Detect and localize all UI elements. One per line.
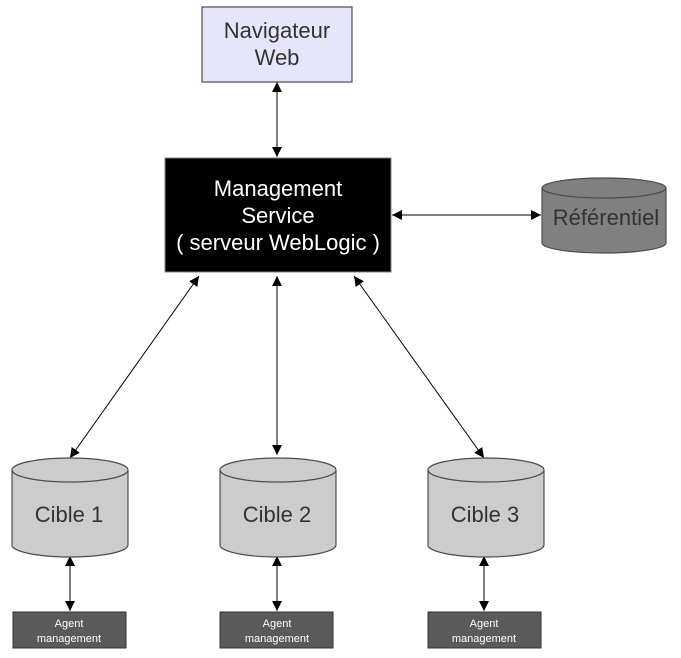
agent-3-node: Agent management	[427, 611, 542, 649]
agent-3-label-line1: Agent	[470, 618, 499, 630]
repository-cylinder-top	[541, 177, 667, 199]
agent-2-box	[219, 611, 334, 649]
service-label-line3: ( serveur WebLogic )	[176, 230, 380, 255]
target-1-node: Cible 1	[11, 457, 129, 558]
target-3-label: Cible 3	[451, 502, 519, 527]
agent-2-label-line2: management	[245, 633, 309, 645]
agent-3-box	[427, 611, 542, 649]
agent-1-label-line2: management	[37, 633, 101, 645]
agent-1-node: Agent management	[12, 611, 127, 649]
browser-label-line2: Web	[255, 45, 300, 70]
agent-2-node: Agent management	[219, 611, 334, 649]
target-1-cylinder	[11, 470, 129, 558]
target-2-node: Cible 2	[219, 457, 337, 558]
target-2-label: Cible 2	[243, 502, 311, 527]
repository-node: Référentiel	[541, 177, 667, 254]
management-service-node: Management Service ( serveur WebLogic )	[164, 157, 392, 273]
target-2-cylinder	[219, 470, 337, 558]
arrow-service-target1	[69, 275, 200, 459]
target-3-cylinder	[427, 470, 545, 558]
agent-1-box	[12, 611, 127, 649]
repository-label: Référentiel	[553, 205, 659, 230]
target-3-node: Cible 3	[427, 457, 545, 558]
browser-label-line1: Navigateur	[224, 18, 330, 43]
agent-3-label-line2: management	[452, 633, 516, 645]
target-1-cylinder-top	[11, 457, 129, 483]
browser-node: Navigateur Web	[201, 6, 353, 83]
target-3-cylinder-top	[427, 457, 545, 483]
connectors	[65, 82, 541, 611]
service-label-line2: Service	[241, 203, 314, 228]
agent-2-label-line1: Agent	[263, 618, 292, 630]
service-label-line1: Management	[214, 176, 342, 201]
browser-box	[201, 6, 353, 83]
management-service-box	[164, 157, 392, 273]
agent-1-label-line1: Agent	[55, 618, 84, 630]
target-1-label: Cible 1	[35, 502, 103, 527]
arrow-service-target3	[353, 275, 485, 459]
repository-cylinder	[541, 188, 667, 254]
target-2-cylinder-top	[219, 457, 337, 483]
